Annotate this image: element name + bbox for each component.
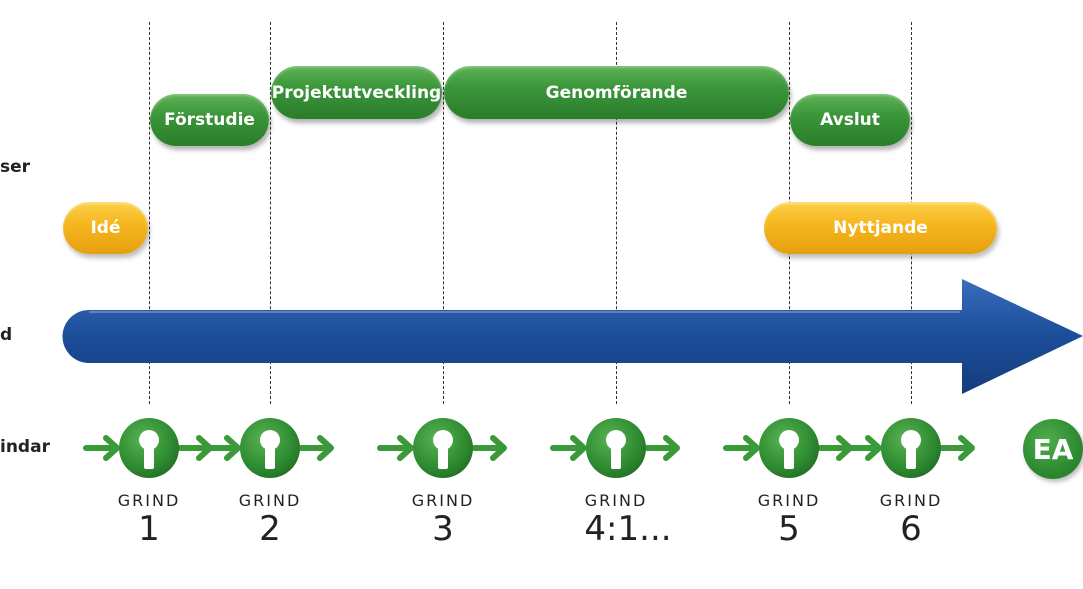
row-label-time: d [0,325,13,345]
gate-word: GRIND [411,491,475,510]
gate-number: 2 [259,509,281,549]
gate-word: GRIND [117,491,181,510]
phase-avslut: Avslut [790,94,910,146]
gate-5: GRIND 5 [714,413,864,553]
gate-number: 6 [900,509,922,549]
gate-2: GRIND 2 [195,413,345,553]
phase-ide: Idé [63,202,148,254]
ea-badge: EA [1023,419,1083,479]
gate-word: GRIND [238,491,302,510]
gate-word: GRIND [879,491,943,510]
keyhole-gate-icon [204,418,334,478]
gate-number: 5 [778,509,800,549]
keyhole-gate-icon [845,418,975,478]
keyhole-gate-icon [550,418,680,478]
gate-3: GRIND 3 [368,413,518,553]
gate-guide-line-2 [270,22,271,404]
gate-guide-line-4 [616,22,617,404]
gate-guide-line-1 [149,22,150,404]
phase-nyttjande: Nyttjande [764,202,997,254]
gate-guide-line-3 [443,22,444,404]
gate-word: GRIND [757,491,821,510]
gate-number: 4:1... [584,509,672,549]
gate-6: GRIND 6 [836,413,986,553]
timeline-arrow [62,279,1083,394]
gate-4: GRIND 4:1... [541,413,691,553]
phase-forstudie: Förstudie [150,94,269,146]
keyhole-gate-icon [377,418,507,478]
gate-number: 1 [138,509,160,549]
row-label-gates: indar [0,437,50,457]
keyhole-gate-icon [83,418,213,478]
phase-projektutveckling: Projektutveckling [271,66,442,119]
gate-number: 3 [432,509,454,549]
row-label-phases: ser [0,157,31,177]
phase-genomforande: Genomförande [444,66,789,119]
gate-1: GRIND 1 [74,413,224,553]
gate-word: GRIND [584,491,648,510]
